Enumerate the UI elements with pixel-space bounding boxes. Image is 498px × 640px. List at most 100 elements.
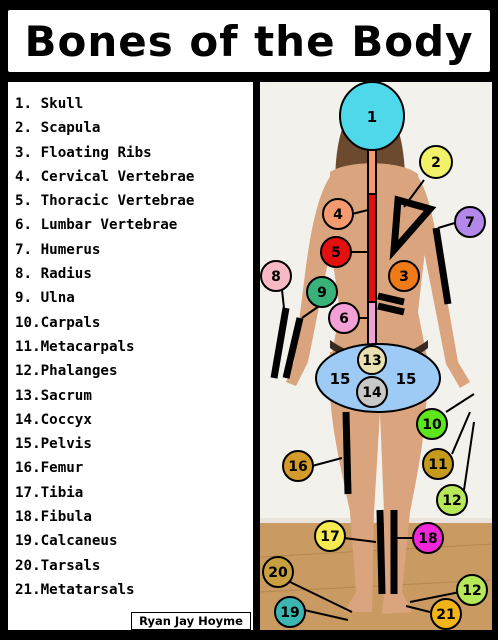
leader-line (451, 411, 471, 455)
left-leg (329, 352, 380, 612)
humerus-bar (432, 227, 452, 305)
tarsals-marker (262, 556, 294, 588)
marker-label: 20 (268, 565, 288, 581)
marker-label: 12 (442, 493, 461, 509)
leader-line (289, 581, 353, 613)
metatarsals-marker (430, 598, 462, 630)
marker-label: 9 (317, 285, 327, 301)
lumbar-marker (328, 302, 360, 334)
bone-markings (270, 179, 475, 621)
marker-label: 15 (330, 370, 351, 388)
leader-line (281, 289, 285, 309)
marker-label: 10 (422, 417, 442, 433)
marker-label: 2 (431, 155, 441, 171)
markers: 2 4 7 5 3 8 9 6 13 14 10 16 11 12 17 18 (260, 145, 488, 630)
list-item: 10.Carpals (15, 314, 101, 331)
list-item: 12.Phalanges (15, 363, 118, 380)
marker-label: 16 (288, 459, 307, 475)
radius-bar (270, 307, 290, 379)
list-item: 5. Thoracic Vertebrae (15, 193, 195, 210)
author-name: Ryan Jay Hoyme (139, 614, 243, 628)
humerus-marker (454, 206, 486, 238)
list-item: 1. Skull (15, 96, 84, 112)
body-photo: 1 15 15 2 4 7 5 3 8 9 6 13 14 10 16 11 1… (260, 82, 492, 630)
leader-line (343, 537, 377, 543)
leader-line (405, 605, 431, 613)
list-item: 14.Coccyx (15, 411, 92, 428)
cervical-vertebrae (367, 149, 377, 195)
marker-label: 21 (436, 607, 455, 623)
floor-seam (260, 579, 492, 593)
scapula-triangle (389, 195, 437, 261)
calcaneus-marker (274, 596, 306, 628)
marker-label: 7 (465, 215, 475, 231)
list-item: 18.Fibula (15, 509, 92, 526)
leader-line (311, 457, 343, 467)
marker-label: 5 (331, 245, 341, 261)
marker-label: 13 (362, 353, 381, 369)
marker-label: 18 (418, 531, 437, 547)
lumbar-vertebrae (367, 301, 377, 349)
list-item: 3. Floating Ribs (15, 144, 152, 161)
marker-label: 4 (333, 207, 343, 223)
rib-bar (377, 292, 405, 306)
thoracic-vertebrae (367, 193, 377, 303)
femur-bar (342, 411, 352, 495)
sacrum-marker (357, 345, 387, 375)
marker-label: 1 (367, 108, 377, 126)
ulna-bar (282, 317, 304, 379)
list-item: 20.Tarsals (15, 557, 101, 574)
tibia-bar (376, 509, 386, 595)
cervical-marker (322, 198, 354, 230)
marker-label: 3 (399, 269, 409, 285)
floor-seam (260, 543, 492, 558)
title-banner: Bones of the Body (8, 10, 490, 72)
list-item: 11.Metacarpals (15, 338, 135, 355)
marker-label: 8 (271, 269, 281, 285)
marker-label: 17 (320, 529, 339, 545)
marker-label: 11 (428, 457, 447, 473)
list-item: 4. Cervical Vertebrae (15, 168, 195, 185)
rib-bar (377, 302, 405, 316)
baseboard (260, 518, 492, 523)
marker-label: 14 (362, 385, 382, 401)
list-item: 15.Pelvis (15, 436, 92, 453)
fibula-marker (412, 522, 444, 554)
phalanges-marker (456, 574, 488, 606)
list-item: 7. Humerus (15, 241, 101, 258)
tibia-marker (314, 520, 346, 552)
thoracic-marker (320, 236, 352, 268)
marker-label: 15 (396, 370, 417, 388)
scapula-marker (419, 145, 453, 179)
list-item: 17.Tibia (15, 484, 84, 501)
radius-marker (260, 260, 292, 292)
femur-marker (282, 450, 314, 482)
list-item: 9. Ulna (15, 290, 75, 307)
page-title: Bones of the Body (24, 16, 474, 66)
right-leg (378, 352, 427, 614)
list-item: 6. Lumbar Vertebrae (15, 217, 178, 234)
marker-label: 6 (339, 311, 349, 327)
leader-line (351, 209, 369, 215)
author-credit: Ryan Jay Hoyme (131, 612, 251, 630)
leader-line (463, 421, 475, 491)
bone-legend: 1. Skull 2. Scapula 3. Floating Ribs 4. … (8, 82, 253, 630)
marker-label: 12 (462, 583, 481, 599)
coccyx-marker (356, 376, 388, 408)
list-item: 13.Sacrum (15, 387, 92, 404)
floating-ribs-marker (388, 260, 420, 292)
list-item: 16.Femur (15, 460, 84, 477)
metacarpals-marker (422, 448, 454, 480)
phalanges-marker (436, 484, 468, 516)
spine (367, 149, 377, 349)
carpals-marker (416, 408, 448, 440)
leader-line (303, 609, 349, 621)
leader-line (445, 393, 475, 413)
marker-label: 19 (280, 605, 299, 621)
bone-list: 1. Skull 2. Scapula 3. Floating Ribs 4. … (8, 82, 253, 602)
leader-line (409, 591, 461, 603)
list-item: 2. Scapula (15, 120, 101, 137)
list-item: 8. Radius (15, 266, 92, 283)
list-item: 19.Calcaneus (15, 533, 118, 550)
ulna-marker (306, 276, 338, 308)
